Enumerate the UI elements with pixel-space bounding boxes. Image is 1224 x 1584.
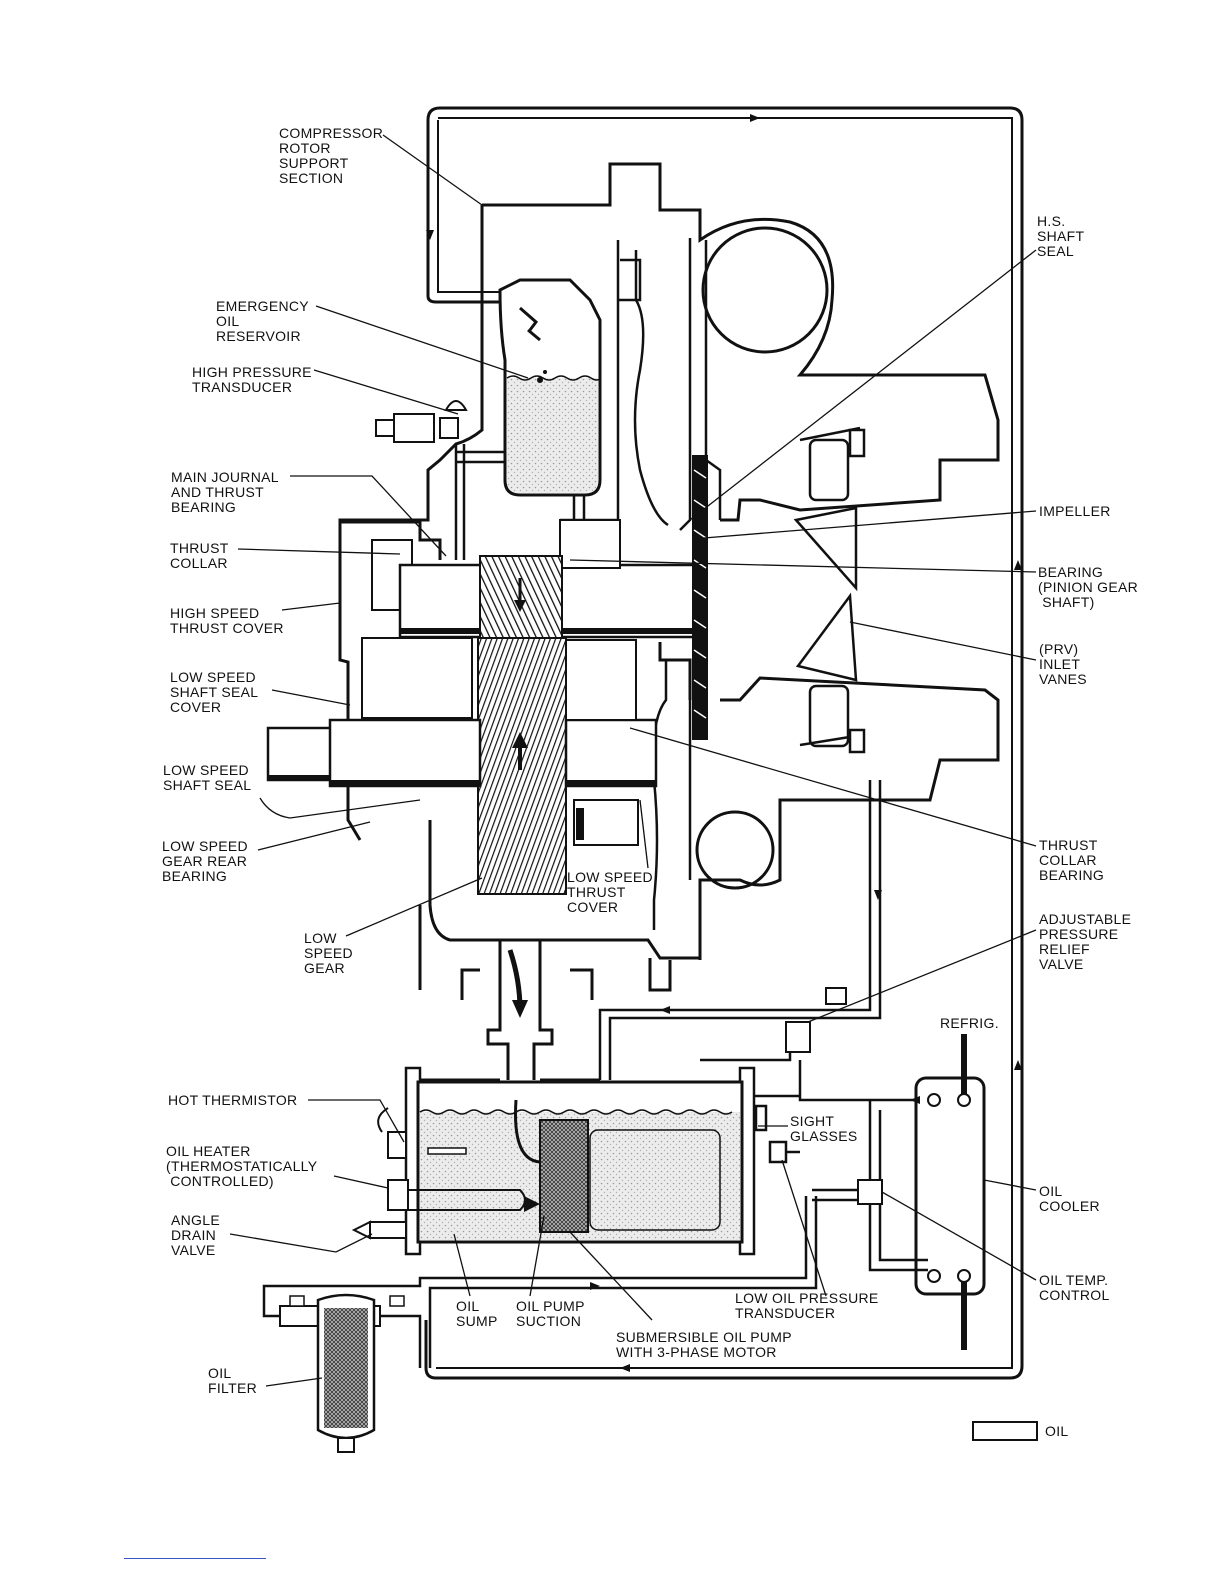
label-oil-sump: OIL SUMP (456, 1298, 498, 1329)
prv-inlet-vanes-drawing (793, 426, 866, 754)
label-impeller: IMPELLER (1039, 503, 1111, 519)
label-high-pressure-transducer: HIGH PRESSURE TRANSDUCER (192, 364, 312, 395)
label-hot-thermistor: HOT THERMISTOR (168, 1092, 298, 1108)
legend-oil-swatch (972, 1421, 1038, 1441)
legend-oil-label: OIL (1045, 1423, 1069, 1439)
label-low-speed-thrust-cover: LOW SPEED THRUST COVER (567, 869, 653, 915)
label-main-journal-and-thrust-bearing: MAIN JOURNAL AND THRUST BEARING (171, 469, 279, 515)
label-hs-shaft-seal: H.S. SHAFT SEAL (1037, 213, 1085, 259)
submersible-oil-pump-drawing (514, 1099, 589, 1233)
label-oil-temp-control: OIL TEMP. CONTROL (1039, 1272, 1110, 1303)
label-thrust-collar-bearing: THRUST COLLAR BEARING (1039, 837, 1105, 883)
label-oil-pump-suction: OIL PUMP SUCTION (516, 1298, 585, 1329)
label-low-speed-shaft-seal-cover: LOW SPEED SHAFT SEAL COVER (170, 669, 259, 715)
label-sight-glasses: SIGHT GLASSES (790, 1113, 858, 1144)
label-emergency-oil-reservoir: EMERGENCY OIL RESERVOIR (216, 298, 309, 344)
high-pressure-transducer-device (375, 400, 468, 443)
footnote-rule (124, 1558, 266, 1559)
label-low-oil-pressure-transducer: LOW OIL PRESSURE TRANSDUCER (735, 1290, 879, 1321)
compressor-housing (338, 162, 1000, 992)
oil-filter-drawing (279, 1293, 405, 1453)
oil-temp-control-valve (857, 1179, 883, 1205)
label-high-speed-thrust-cover: HIGH SPEED THRUST COVER (170, 605, 284, 636)
gear-assembly (266, 519, 702, 895)
label-oil-filter: OIL FILTER (208, 1365, 257, 1396)
label-oil-heater: OIL HEATER (THERMOSTATICALLY CONTROLLED) (166, 1143, 318, 1189)
volute-upper (701, 226, 829, 354)
label-prv-inlet-vanes: (PRV) INLET VANES (1039, 641, 1087, 687)
label-compressor-rotor-support-section: COMPRESSOR ROTOR SUPPORT SECTION (279, 125, 384, 186)
label-low-speed-gear-rear-bearing: LOW SPEED GEAR REAR BEARING (162, 838, 248, 884)
label-submersible-oil-pump: SUBMERSIBLE OIL PUMP WITH 3-PHASE MOTOR (616, 1329, 792, 1360)
label-thrust-collar: THRUST COLLAR (170, 540, 229, 571)
label-angle-drain-valve: ANGLE DRAIN VALVE (171, 1212, 220, 1258)
label-oil-cooler: OIL COOLER (1039, 1183, 1100, 1214)
label-bearing-pinion-gear-shaft: BEARING (PINION GEAR SHAFT) (1038, 564, 1139, 610)
oil-cooler-drawing (914, 1034, 986, 1350)
label-low-speed-shaft-seal: LOW SPEED SHAFT SEAL (163, 762, 252, 793)
impeller-blades (692, 455, 708, 740)
label-low-speed-gear: LOW SPEED GEAR (304, 930, 353, 976)
oil-piping (424, 106, 1024, 1380)
label-refrig: REFRIG. (940, 1015, 999, 1031)
volute-lower (695, 810, 775, 890)
relief-valve-device (785, 987, 847, 1053)
leader-lines (229, 134, 1037, 1387)
label-adjustable-pressure-relief-valve: ADJUSTABLE PRESSURE RELIEF VALVE (1039, 911, 1132, 972)
emergency-oil-reservoir (498, 278, 602, 497)
